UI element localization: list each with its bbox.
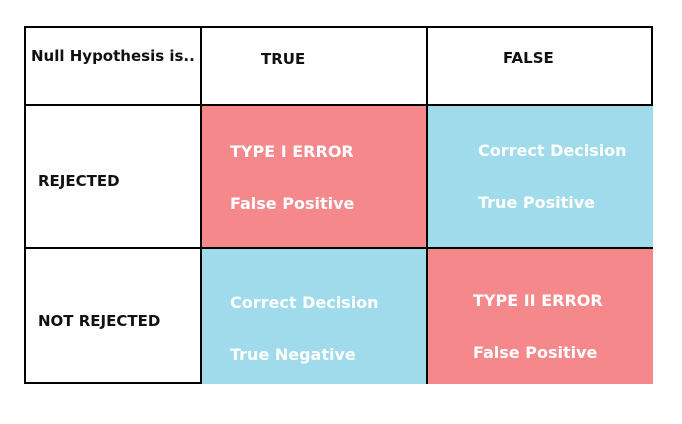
row-header-rejected: REJECTED [38,172,120,190]
cell-notrejected-false [427,247,653,384]
hypothesis-decision-table: Null Hypothesis is.. TRUE FALSE REJECTED… [24,26,653,384]
cell-notrejected-true [201,247,427,384]
column-header-true: TRUE [261,50,306,68]
rejected-false-line2: True Positive [478,193,595,212]
notrejected-false-line1: TYPE II ERROR [473,291,603,310]
cell-rejected-false [427,105,653,247]
corner-label: Null Hypothesis is.. [31,47,195,65]
row-header-not-rejected: NOT REJECTED [38,312,161,330]
rejected-true-line1: TYPE I ERROR [230,142,354,161]
cell-rejected-true [201,105,427,247]
notrejected-true-line1: Correct Decision [230,293,379,312]
rejected-false-line1: Correct Decision [478,141,627,160]
rejected-true-line2: False Positive [230,194,355,213]
notrejected-true-line2: True Negative [230,345,356,364]
column-header-false: FALSE [503,49,554,67]
divider-row-1 [26,104,653,106]
notrejected-false-line2: False Positive [473,343,598,362]
divider-col-1 [200,28,202,384]
divider-row-2 [26,247,653,249]
divider-col-2 [426,28,428,384]
